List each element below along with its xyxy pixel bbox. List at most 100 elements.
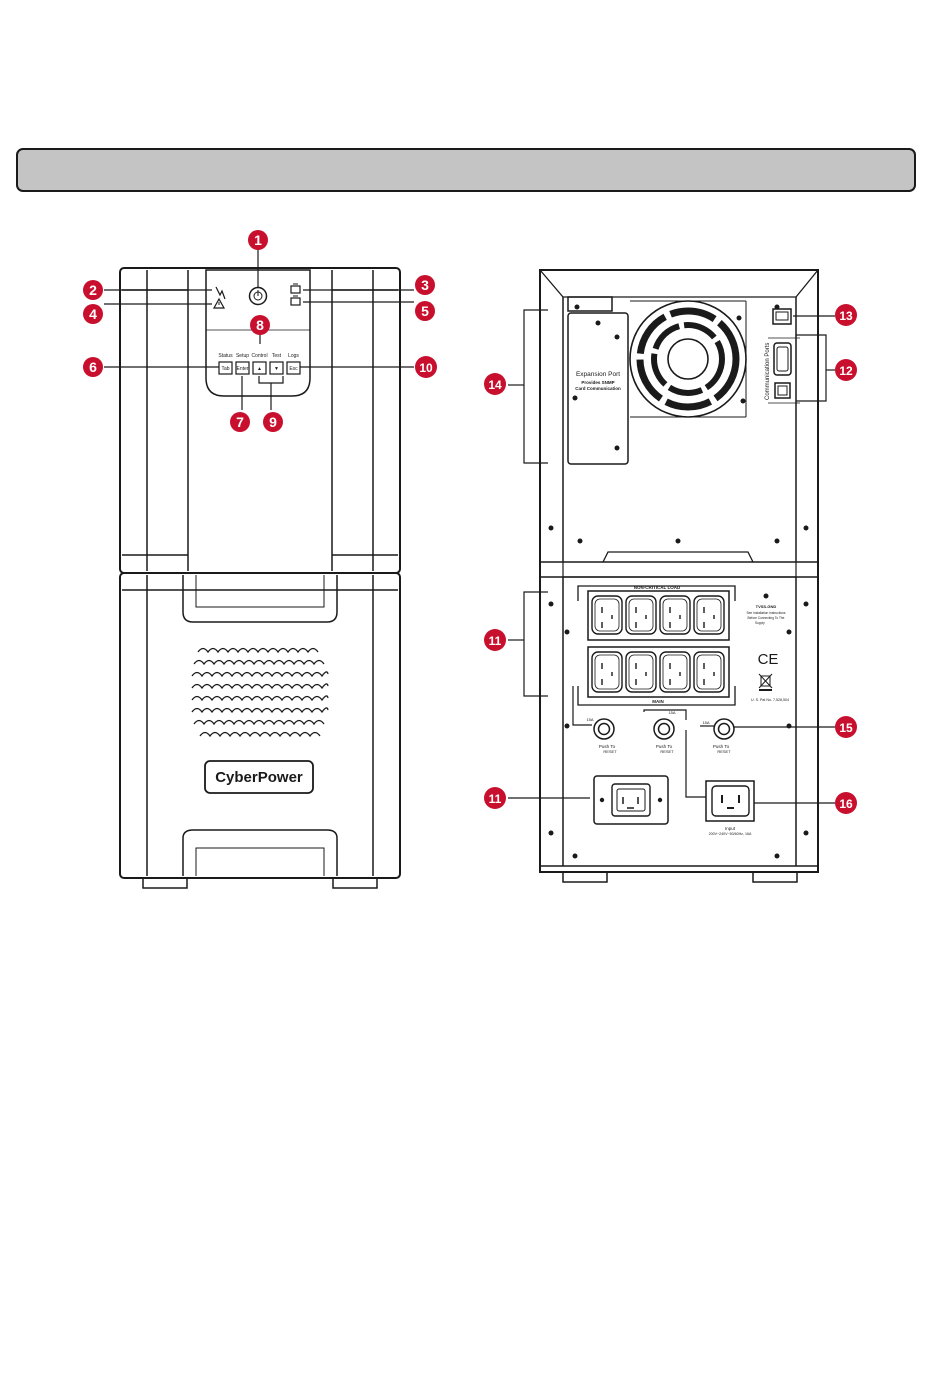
svg-text:3: 3: [421, 277, 429, 293]
up-button[interactable]: [252, 361, 267, 375]
svg-text:14: 14: [488, 378, 502, 392]
callout-15: 15: [835, 716, 857, 738]
warning-line-2: See Installation Instructions: [747, 611, 786, 615]
tab-button[interactable]: [218, 361, 233, 375]
callout-16: 16: [835, 792, 857, 814]
input-label: Input: [725, 826, 736, 831]
callouts: 1 2 3 4 5 6 7 8 9 10 14 13 12 11 15 11 1…: [83, 230, 857, 814]
warning-line-3: Before Connecting To The: [748, 616, 785, 620]
svg-text:6: 6: [89, 359, 97, 375]
rear-body-outline: [539, 269, 819, 873]
breaker-left-rating: 15A: [586, 717, 593, 722]
reset-mid: RESET: [660, 749, 674, 754]
power-button[interactable]: [248, 286, 268, 306]
output-c19-panel: [593, 775, 669, 825]
esc-button-face: Esc: [289, 366, 298, 372]
front-lower-body: [119, 572, 401, 879]
input-c20-panel: [705, 780, 755, 822]
enter-button[interactable]: [235, 361, 250, 375]
fault-warning-icon: [212, 297, 226, 309]
svg-text:2: 2: [89, 282, 97, 298]
svg-text:10: 10: [419, 361, 433, 375]
section-title-bar: [16, 148, 916, 192]
warning-line-4: Supply: [755, 621, 765, 625]
breaker-mid-rating: 15A: [668, 710, 675, 715]
breaker-right[interactable]: [713, 718, 735, 740]
breaker-left[interactable]: [593, 718, 615, 740]
callout-2: 2: [83, 280, 103, 300]
svg-text:15: 15: [839, 721, 853, 735]
expansion-port-sub: Provides SNMP: [581, 380, 614, 385]
non-critical-outlet-bank: [587, 590, 730, 641]
control-label: Control: [251, 353, 267, 359]
battery-replace-icon: [290, 295, 301, 306]
down-button-face: ▼: [274, 366, 279, 372]
svg-text:8: 8: [256, 317, 264, 333]
expansion-port-cover: [567, 312, 629, 465]
ac-power-icon: [215, 286, 226, 300]
callout-13: 13: [835, 304, 857, 326]
callout-14: 14: [484, 373, 506, 395]
tab-button-face: Tab: [221, 366, 229, 372]
callout-11-upper: 11: [484, 629, 506, 651]
front-vent-grille: [191, 647, 329, 738]
rear-labels: Expansion Port Provides SNMP Card Commun…: [575, 343, 789, 836]
front-view: [119, 267, 401, 889]
patent-label: U. S. Pat No. 7,528,504: [751, 698, 789, 702]
expansion-port-label-slot: [567, 296, 613, 312]
callout-8: 8: [250, 315, 270, 335]
test-label: Test: [272, 353, 282, 359]
communication-ports-label: Communication Ports: [765, 343, 771, 400]
usb-port[interactable]: [774, 382, 791, 399]
callout-9: 9: [263, 412, 283, 432]
svg-text:16: 16: [839, 797, 853, 811]
callout-6: 6: [83, 357, 103, 377]
leader-lines: [104, 249, 835, 804]
svg-text:11: 11: [489, 792, 502, 806]
callout-12: 12: [835, 359, 857, 381]
up-button-face: ▲: [257, 366, 262, 372]
callout-7: 7: [230, 412, 250, 432]
breaker-middle[interactable]: [653, 718, 675, 740]
svg-text:12: 12: [839, 364, 853, 378]
rear-view: [539, 269, 819, 883]
main-outlet-bank: [587, 646, 730, 698]
esc-button[interactable]: [286, 361, 301, 375]
svg-text:4: 4: [89, 306, 97, 322]
logs-label: Logs: [288, 353, 299, 359]
callout-11-lower: 11: [484, 787, 506, 809]
cooling-fan: [629, 300, 747, 418]
callout-10: 10: [415, 356, 437, 378]
battery-mode-icon: [290, 283, 301, 294]
non-critical-load-label: NON-CRITICAL LOAD: [634, 585, 681, 590]
expansion-port-title: Expansion Port: [576, 371, 620, 378]
callout-4: 4: [83, 304, 103, 324]
svg-text:1: 1: [254, 232, 262, 248]
circuit-breakers[interactable]: [593, 718, 735, 740]
setup-label: Setup: [236, 353, 249, 359]
enter-button-face: Enter: [237, 366, 249, 372]
reset-left: RESET: [603, 749, 617, 754]
callout-3: 3: [415, 275, 435, 295]
push-to-right: Push To: [713, 744, 730, 749]
push-to-left: Push To: [599, 744, 616, 749]
status-label: Status: [218, 353, 233, 359]
brand-logo: CyberPower: [215, 769, 303, 786]
svg-text:9: 9: [269, 414, 277, 430]
down-button[interactable]: [269, 361, 284, 375]
breaker-right-rating: 15A: [702, 720, 709, 725]
serial-port[interactable]: [773, 342, 792, 376]
expansion-port-sub2: Card Communication: [575, 386, 621, 391]
svg-text:5: 5: [421, 303, 429, 319]
brand-plate: [204, 760, 314, 794]
svg-text:11: 11: [489, 634, 502, 648]
main-outlets: [591, 651, 725, 693]
rj45-port[interactable]: [772, 308, 792, 325]
front-labels: Status Setup Control Test Logs Tab Enter…: [218, 353, 299, 372]
svg-text:13: 13: [839, 309, 853, 323]
weee-bin-icon: [758, 673, 773, 691]
main-label: MAIN: [652, 699, 664, 704]
svg-text:7: 7: [236, 414, 244, 430]
non-critical-outlets: [591, 595, 725, 635]
